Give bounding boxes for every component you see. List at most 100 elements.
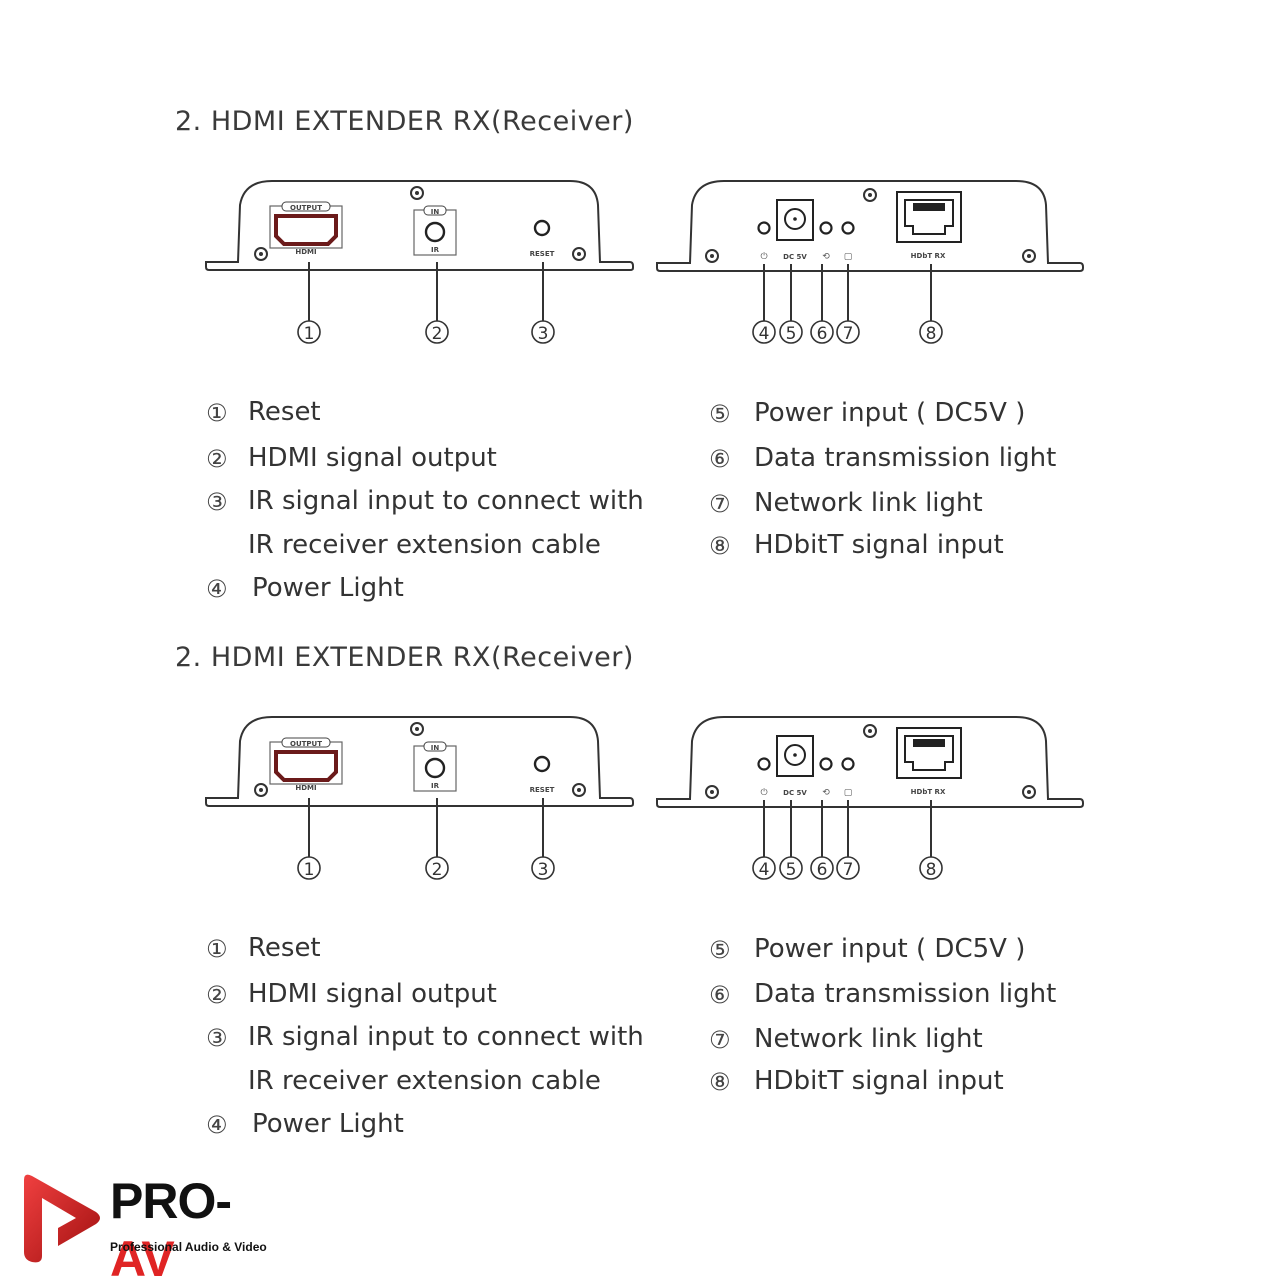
screw-icon xyxy=(1022,249,1036,263)
screw-icon xyxy=(705,249,719,263)
in-label: IN xyxy=(431,208,440,216)
hdmi-label: HDMI xyxy=(295,784,316,792)
legend-number: ⑧ xyxy=(709,532,731,560)
callout-marker: 5 xyxy=(779,856,803,880)
logo-play-icon xyxy=(24,1174,100,1263)
dc5v-label: DC 5V xyxy=(783,253,807,261)
callout-marker: 6 xyxy=(810,320,834,344)
section-title: 2. HDMI EXTENDER RX(Receiver) xyxy=(175,642,634,673)
data-symbol-icon: ⟲ xyxy=(822,788,830,798)
legend-item: Reset xyxy=(248,397,321,427)
svg-text:5: 5 xyxy=(786,324,797,344)
legend-item: HDMI signal output xyxy=(248,979,497,1009)
callout-marker: 3 xyxy=(531,320,555,344)
hdbt-rx-label: HDbT RX xyxy=(911,788,946,796)
legend-item: Power Light xyxy=(252,573,404,603)
svg-text:6: 6 xyxy=(817,324,828,344)
legend-number: ① xyxy=(206,935,228,963)
dc5v-label: DC 5V xyxy=(783,789,807,797)
rear-panel: ⏻ DC 5V ⟲ ▢ HDbT RX xyxy=(656,716,1084,808)
callout-marker: 1 xyxy=(297,856,321,880)
legend-number: ⑤ xyxy=(709,936,731,964)
rx-panel-diagram: OUTPUT HDMI IN IR RESET xyxy=(205,180,1084,344)
rear-panel: ⏻ DC 5V ⟲ ▢ HDbT RX xyxy=(656,180,1084,272)
svg-text:4: 4 xyxy=(759,860,770,880)
svg-text:4: 4 xyxy=(759,324,770,344)
legend-number: ⑧ xyxy=(709,1068,731,1096)
legend-number: ⑦ xyxy=(709,490,731,518)
svg-text:6: 6 xyxy=(817,860,828,880)
legend-item: Data transmission light xyxy=(754,979,1057,1009)
legend-item: IR signal input to connect with xyxy=(248,1022,644,1052)
callout-marker: 7 xyxy=(836,320,860,344)
logo-brand-main: PRO- xyxy=(110,1173,232,1229)
callout-marker: 1 xyxy=(297,320,321,344)
legend-number: ④ xyxy=(206,1111,228,1139)
rx-panel-diagram: OUTPUT HDMI IN IR RESET xyxy=(205,716,1084,880)
reset-button-icon xyxy=(533,755,551,773)
legend-number: ③ xyxy=(206,1024,228,1052)
legend-item: HDMI signal output xyxy=(248,443,497,473)
legend-number: ⑤ xyxy=(709,400,731,428)
svg-text:1: 1 xyxy=(304,324,315,344)
callout-marker: 6 xyxy=(810,856,834,880)
legend-item: HDbitT signal input xyxy=(754,530,1004,560)
front-panel: OUTPUT HDMI IN IR RESET xyxy=(205,180,634,271)
legend-number: ① xyxy=(206,399,228,427)
output-label: OUTPUT xyxy=(290,204,322,212)
screw-icon xyxy=(410,186,424,200)
hdmi-port-icon xyxy=(274,214,338,246)
power-symbol-icon: ⏻ xyxy=(760,251,767,262)
svg-text:1: 1 xyxy=(304,860,315,880)
screw-icon xyxy=(705,785,719,799)
svg-text:7: 7 xyxy=(843,860,854,880)
reset-label: RESET xyxy=(530,786,555,794)
ir-label: IR xyxy=(431,782,440,790)
svg-text:5: 5 xyxy=(786,860,797,880)
legend-number: ⑦ xyxy=(709,1026,731,1054)
output-label: OUTPUT xyxy=(290,740,322,748)
hdmi-label: HDMI xyxy=(295,248,316,256)
svg-text:2: 2 xyxy=(432,860,443,880)
screw-icon xyxy=(863,724,877,738)
legend-item: Network link light xyxy=(754,488,983,518)
ir-jack-icon xyxy=(424,221,446,243)
hdmi-port-icon xyxy=(274,750,338,782)
in-label: IN xyxy=(431,744,440,752)
ir-label: IR xyxy=(431,246,440,254)
legend-item: Reset xyxy=(248,933,321,963)
callout-marker: 2 xyxy=(425,856,449,880)
screw-icon xyxy=(863,188,877,202)
link-led-icon xyxy=(841,757,855,771)
data-led-icon xyxy=(819,221,833,235)
svg-text:8: 8 xyxy=(926,324,937,344)
logo-brand-accent: AV xyxy=(110,1231,175,1287)
data-symbol-icon: ⟲ xyxy=(822,252,830,262)
legend-item: Network link light xyxy=(754,1024,983,1054)
legend-item: Data transmission light xyxy=(754,443,1057,473)
screw-icon xyxy=(572,247,586,261)
power-led-icon xyxy=(757,757,771,771)
legend-item: IR signal input to connect with xyxy=(248,486,644,516)
svg-text:3: 3 xyxy=(538,324,549,344)
callout-marker: 8 xyxy=(919,856,943,880)
screw-icon xyxy=(1022,785,1036,799)
receiver-section: 2. HDMI EXTENDER RX(Receiver) OUTPUT HDM… xyxy=(0,0,1280,603)
callout-marker: 5 xyxy=(779,320,803,344)
callout-marker: 3 xyxy=(531,856,555,880)
link-led-icon xyxy=(841,221,855,235)
legend-number: ⑥ xyxy=(709,445,731,473)
screw-icon xyxy=(410,722,424,736)
legend-number: ② xyxy=(206,445,228,473)
logo-tagline: Professional Audio & Video xyxy=(110,1240,267,1254)
legend-item: IR receiver extension cable xyxy=(248,1066,601,1096)
link-symbol-icon: ▢ xyxy=(844,788,853,798)
ir-jack-icon xyxy=(424,757,446,779)
legend-number: ⑥ xyxy=(709,981,731,1009)
power-led-icon xyxy=(757,221,771,235)
legend-item: Power Light xyxy=(252,1109,404,1139)
callout-marker: 2 xyxy=(425,320,449,344)
link-symbol-icon: ▢ xyxy=(844,252,853,262)
data-led-icon xyxy=(819,757,833,771)
legend-number: ② xyxy=(206,981,228,1009)
